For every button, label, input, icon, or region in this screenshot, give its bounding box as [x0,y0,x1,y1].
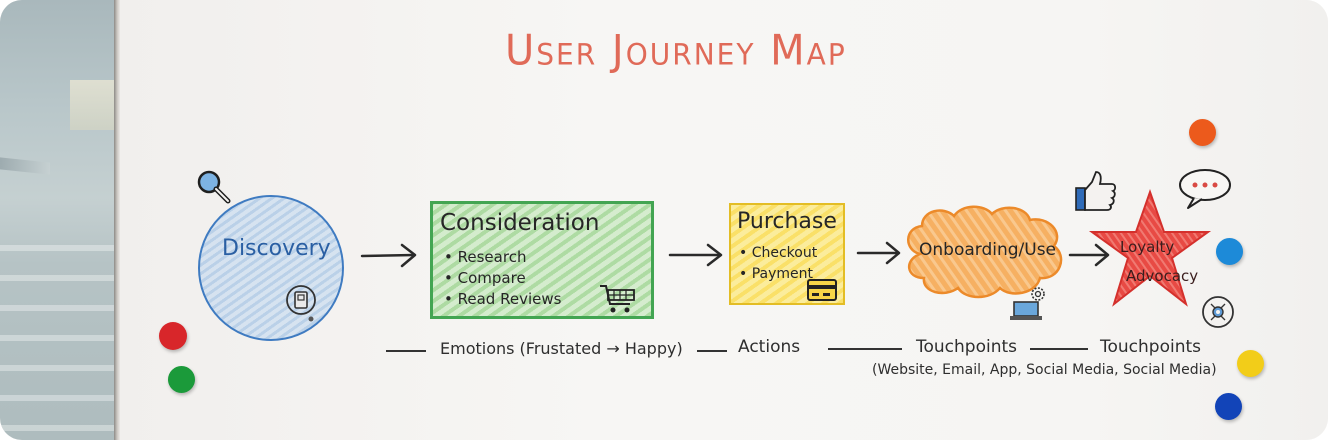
stage-purchase-label: Purchase [737,209,837,234]
laptop-gear-icon [1010,287,1045,320]
stage-onboarding [907,205,1063,299]
frosted-stripe [0,275,116,281]
ceiling-light [70,80,116,130]
magnet-red [159,322,187,350]
touchpoints-detail: (Website, Email, App, Social Media, Soci… [872,362,1217,378]
frosted-stripe [0,365,116,371]
bullet-text: Payment [751,266,814,282]
bullet-item: • Compare [444,268,561,289]
glass-wall [0,0,116,440]
magnet-light-blue [1216,238,1243,265]
frosted-stripe [0,395,116,401]
touchpoints-label: Touchpoints [916,337,1018,357]
board-frame-edge [114,0,120,440]
bullet-marker: • [739,266,748,282]
thumbs-up-icon [1075,171,1117,211]
frosted-stripe [0,335,116,341]
bullet-marker: • [444,269,453,287]
bullet-item: • Read Reviews [444,289,561,310]
arrow-right-icon [1068,243,1110,267]
credit-card-icon [807,279,837,301]
magnifier-icon [197,170,231,204]
stage-loyalty-advocacy [1088,188,1212,307]
purchase-bullet-list: • Checkout • Payment [739,243,817,285]
shopping-cart-icon [600,285,635,313]
frosted-stripe [0,425,116,431]
bullet-marker: • [739,245,748,261]
bullet-item: • Payment [739,264,817,285]
stage-advocacy-label: Advocacy [1126,267,1199,285]
arrow-right-icon [360,243,417,268]
consideration-bullet-list: • Research • Compare • Read Reviews [444,247,561,310]
stage-discovery-label: Discovery [222,236,331,261]
bullet-text: Read Reviews [457,290,562,308]
diagram-title: User Journey Map [505,26,847,76]
mobile-device-icon [286,285,316,322]
speech-bubble-icon [1179,169,1231,209]
arrow-right-icon [856,241,901,265]
bullet-marker: • [444,248,453,266]
actions-label: Actions [738,337,801,357]
bullet-text: Checkout [751,245,818,261]
wall-fixture [0,157,50,175]
magnet-orange [1189,119,1216,146]
arrow-right-icon [668,243,723,267]
touchpoints-label: Touchpoints [1100,337,1202,357]
dash-line [386,350,426,352]
frosted-stripe [0,245,116,251]
stage-loyalty-label: Loyalty [1120,238,1175,256]
dash-line [1030,348,1088,350]
emotions-label: Emotions (Frustated → Happy) [440,339,683,359]
bullet-marker: • [444,290,453,308]
frosted-stripe [0,305,116,311]
stage-consideration-label: Consideration [440,210,600,236]
magnet-dark-blue [1215,393,1242,420]
bullet-text: Research [457,248,527,266]
emotions-text: Emotions (Frustated → Happy) [440,339,683,358]
bullet-item: • Research [444,247,561,268]
magnet-green [168,366,195,393]
stage-discovery [198,195,344,341]
bullet-text: Compare [457,269,526,287]
dash-line [697,350,727,352]
magnet-yellow [1237,350,1264,377]
network-icon [1202,296,1234,328]
dash-line [828,348,902,350]
bullet-item: • Checkout [739,243,817,264]
stage-onboarding-label: Onboarding/Use [919,240,1057,260]
